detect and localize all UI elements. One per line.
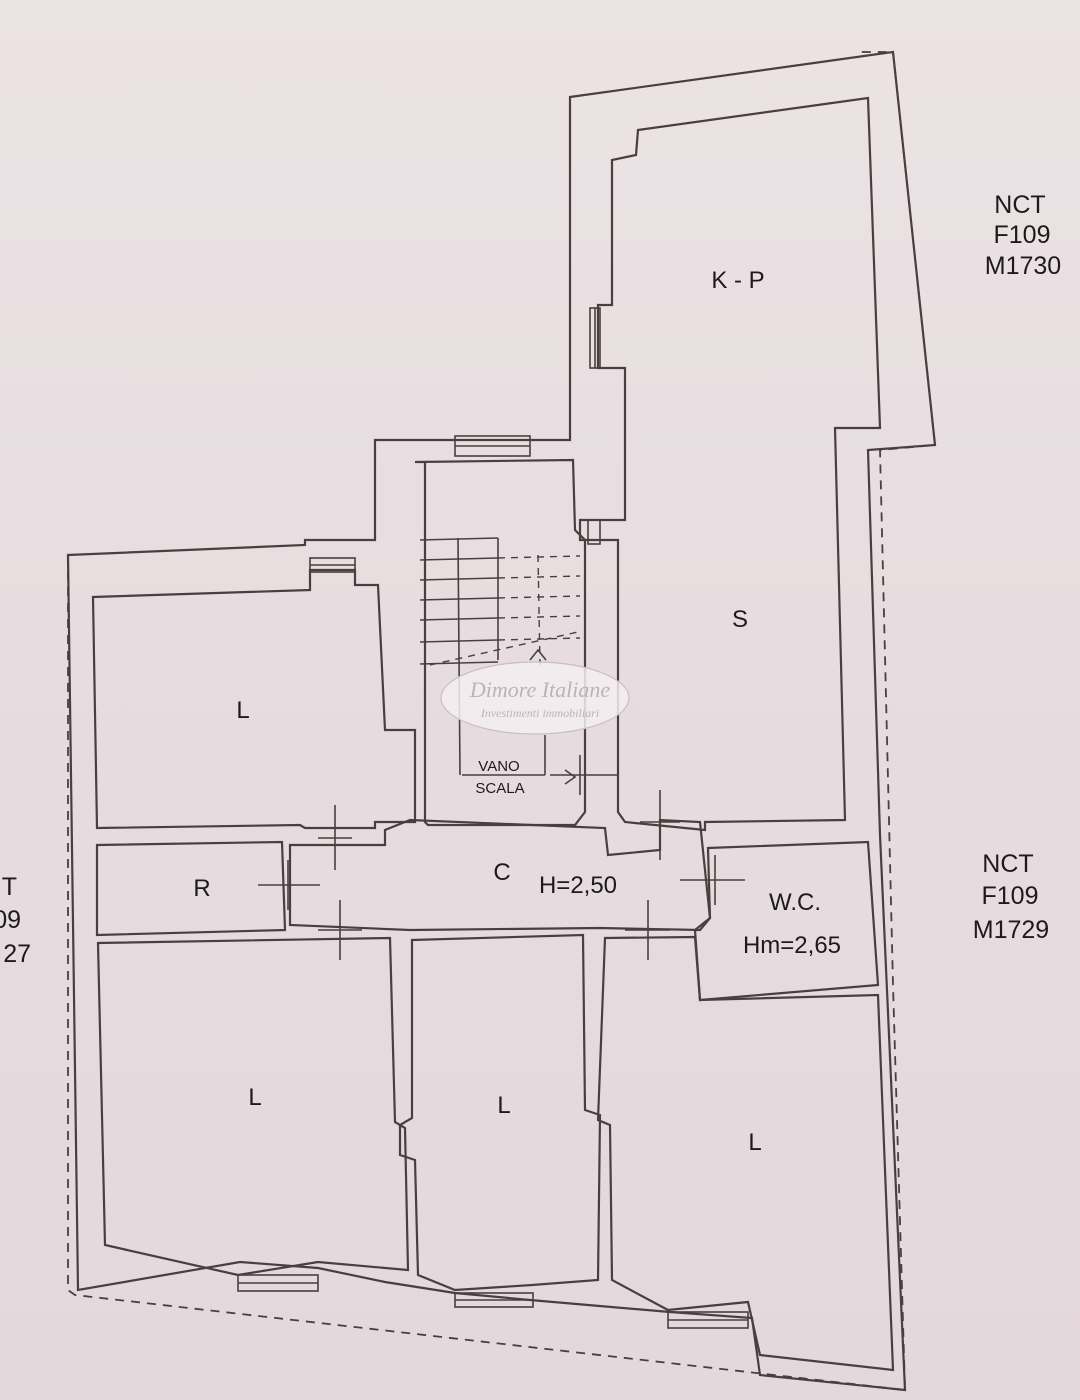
room-label-kp: K - P bbox=[711, 267, 764, 294]
room-label-c: C bbox=[493, 859, 510, 886]
room-outline-wc bbox=[693, 840, 880, 1002]
room-label-l-bm: L bbox=[497, 1092, 510, 1119]
parcel-mid-right-2: F109 bbox=[982, 882, 1039, 910]
stair-arrow bbox=[529, 648, 547, 661]
windows bbox=[237, 307, 749, 1329]
watermark: Dimore Italiane Investimenti immobiliari bbox=[440, 661, 630, 735]
room-label-stair-1: VANO bbox=[478, 758, 519, 775]
room-outline-l-br bbox=[596, 935, 895, 1372]
parcel-top-right-2: F109 bbox=[994, 221, 1051, 249]
parcel-top-right-3: M1730 bbox=[985, 252, 1061, 280]
doors bbox=[258, 755, 745, 960]
stairs-dashed bbox=[429, 554, 581, 666]
room-label-wc: W.C. bbox=[769, 889, 821, 916]
room-label-wc-height: Hm=2,65 bbox=[743, 932, 841, 959]
room-label-l-top: L bbox=[236, 697, 249, 724]
room-outline-l-top bbox=[91, 568, 417, 830]
parcel-left-3: 27 bbox=[3, 940, 31, 968]
room-outline-r bbox=[95, 840, 287, 937]
room-label-stair-2: SCALA bbox=[475, 780, 524, 797]
room-outline-l-bm bbox=[398, 933, 602, 1292]
parcel-mid-right-1: NCT bbox=[982, 850, 1033, 878]
room-label-s: S bbox=[732, 606, 748, 633]
parcel-left-2: 09 bbox=[0, 906, 21, 934]
stairs bbox=[419, 537, 546, 776]
parcel-left-1: T bbox=[2, 873, 17, 901]
room-label-l-br: L bbox=[748, 1129, 761, 1156]
room-outline-kp-s bbox=[578, 96, 882, 832]
watermark-line1: Dimore Italiane bbox=[469, 677, 611, 702]
room-label-c-height: H=2,50 bbox=[539, 872, 617, 899]
room-label-r: R bbox=[193, 875, 210, 902]
room-outline-l-bl bbox=[96, 936, 410, 1277]
room-label-l-bl: L bbox=[248, 1084, 261, 1111]
watermark-line2: Investimenti immobiliari bbox=[480, 706, 599, 720]
parcel-top-right-1: NCT bbox=[994, 191, 1045, 219]
outer-wall bbox=[66, 50, 937, 1392]
parcel-mid-right-3: M1729 bbox=[973, 916, 1049, 944]
